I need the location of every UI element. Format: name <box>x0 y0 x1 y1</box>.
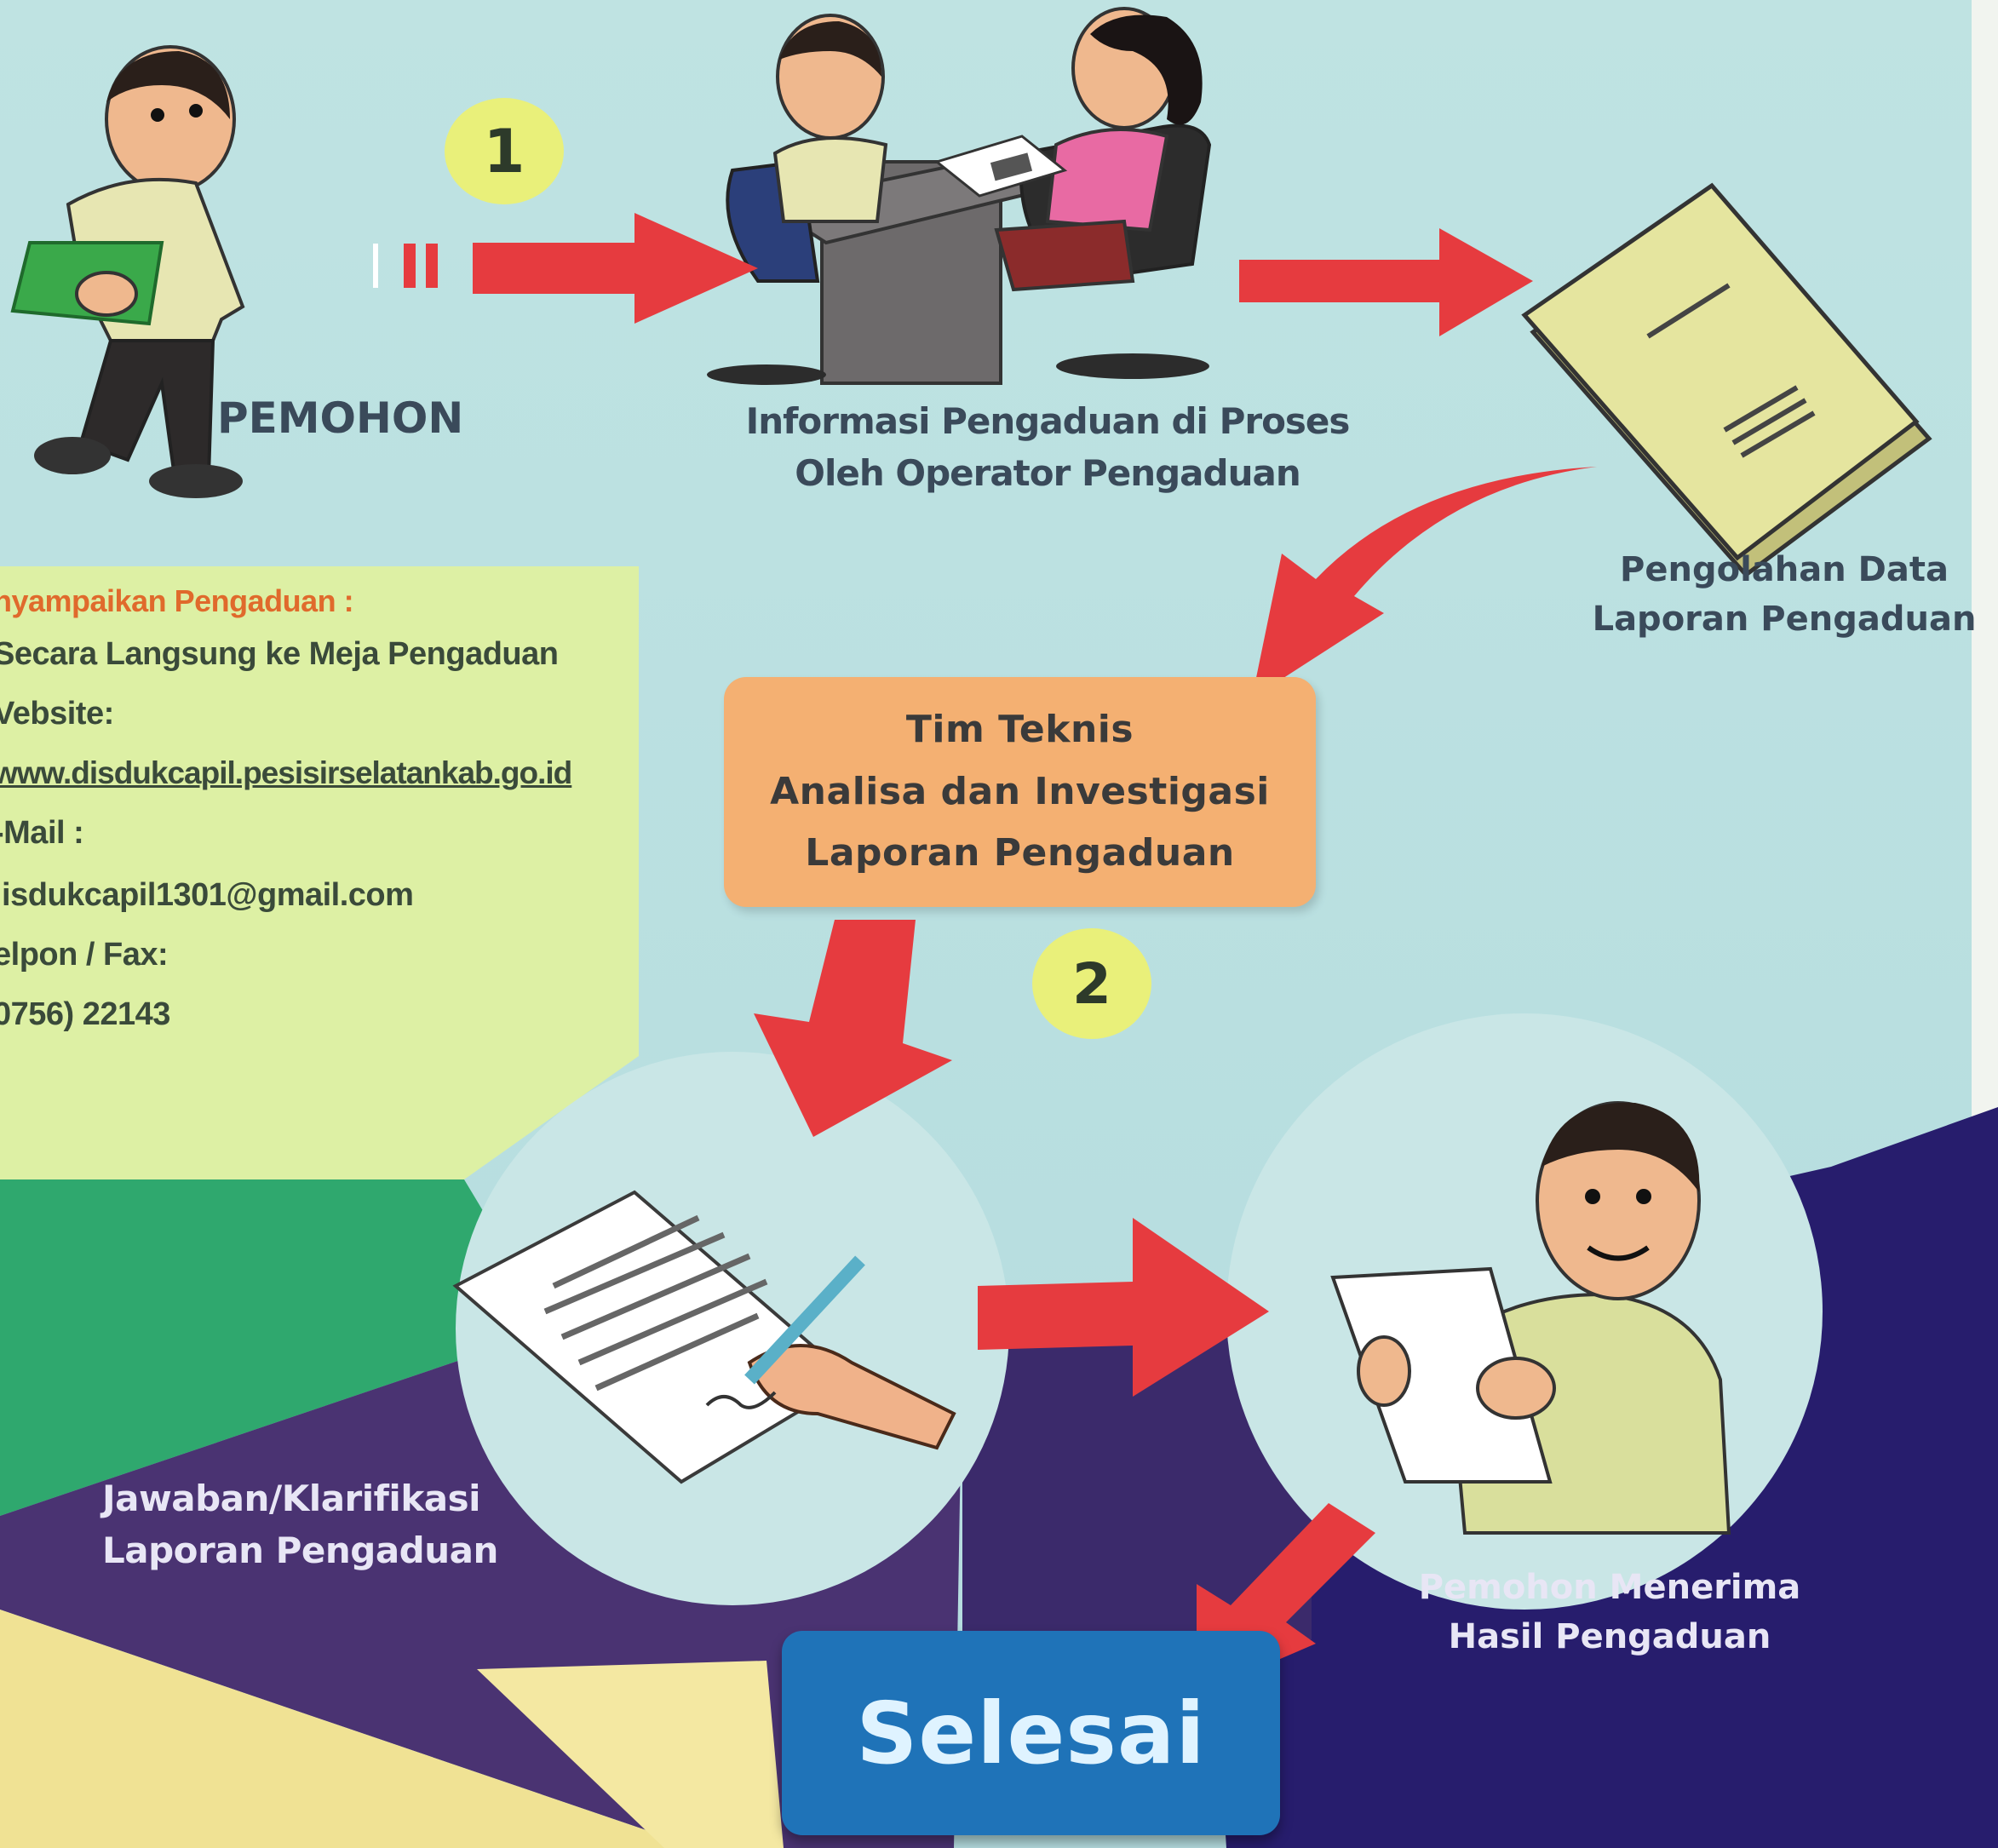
tim-box-line: Analisa dan Investigasi <box>770 769 1270 813</box>
yellow-patch <box>477 1661 784 1848</box>
info-row: elpon / Fax: <box>0 937 169 973</box>
menerima-label: Pemohon Menerima Hasil Pengaduan <box>1380 1563 1840 1661</box>
jawaban-label-line: Jawaban/Klarifikasi <box>102 1478 481 1519</box>
info-panel: nyampaikan Pengaduan : Secara Langsung k… <box>0 566 639 1179</box>
jawaban-label-line: Laporan Pengaduan <box>102 1529 498 1571</box>
document-stack-icon <box>1521 182 1932 578</box>
dash-mark <box>373 244 378 288</box>
pemohon-label: PEMOHON <box>217 393 464 443</box>
green-band <box>0 1179 554 1516</box>
info-header: nyampaikan Pengaduan : <box>0 583 354 618</box>
operator-label-line: Oleh Operator Pengaduan <box>795 451 1300 494</box>
step-number: 2 <box>1072 950 1111 1017</box>
step-badge-2: 2 <box>1032 928 1151 1039</box>
jawaban-label: Jawaban/Klarifikasi Laporan Pengaduan <box>102 1473 520 1577</box>
email-address: lisdukcapil1301@gmail.com <box>0 877 414 913</box>
info-panel-bg <box>0 566 639 1179</box>
arrow-to-documents <box>1239 228 1533 336</box>
arrow-to-jawaban <box>754 920 952 1137</box>
phone-number: 0756) 22143 <box>0 996 170 1032</box>
pengolahan-label-line: Pengolahan Data <box>1620 550 1949 589</box>
step-badge-1: 1 <box>445 98 564 204</box>
tim-box-line: Laporan Pengaduan <box>805 831 1235 875</box>
info-row: -Mail : <box>0 815 84 851</box>
arrow-to-receiver <box>978 1218 1269 1397</box>
info-row: Secara Langsung ke Meja Pengaduan <box>0 636 559 672</box>
pengolahan-label: Pengolahan Data Laporan Pengaduan <box>1580 545 1989 644</box>
tim-box-line: Tim Teknis <box>905 708 1134 752</box>
operator-label-line: Informasi Pengaduan di Proses <box>745 400 1351 442</box>
edge-strip <box>1972 0 1998 1175</box>
menerima-label-line: Hasil Pengaduan <box>1448 1617 1771 1656</box>
arrow-to-tim <box>1252 467 1597 698</box>
walking-man-icon <box>10 45 245 498</box>
pengolahan-label-line: Laporan Pengaduan <box>1592 600 1977 639</box>
website-link[interactable]: www.disdukcapil.pesisirselatankab.go.id <box>0 755 572 790</box>
selesai-button[interactable]: Selesai <box>782 1631 1280 1835</box>
man-reading-paper-icon <box>1226 1013 1823 1610</box>
hand-signing-icon <box>452 1052 1009 1605</box>
operator-label: Informasi Pengaduan di Proses Oleh Opera… <box>698 396 1397 500</box>
info-row: Vebsite: <box>0 696 114 732</box>
step-number: 1 <box>483 116 525 187</box>
dash-mark <box>426 244 438 288</box>
selesai-label: Selesai <box>856 1683 1206 1783</box>
arrow-to-operator <box>473 213 758 324</box>
desk-meeting-icon <box>707 7 1212 385</box>
yellow-band <box>0 1610 698 1848</box>
dash-mark <box>404 244 416 288</box>
tim-teknis-box: Tim Teknis Analisa dan Investigasi Lapor… <box>724 677 1316 907</box>
menerima-label-line: Pemohon Menerima <box>1418 1568 1801 1607</box>
